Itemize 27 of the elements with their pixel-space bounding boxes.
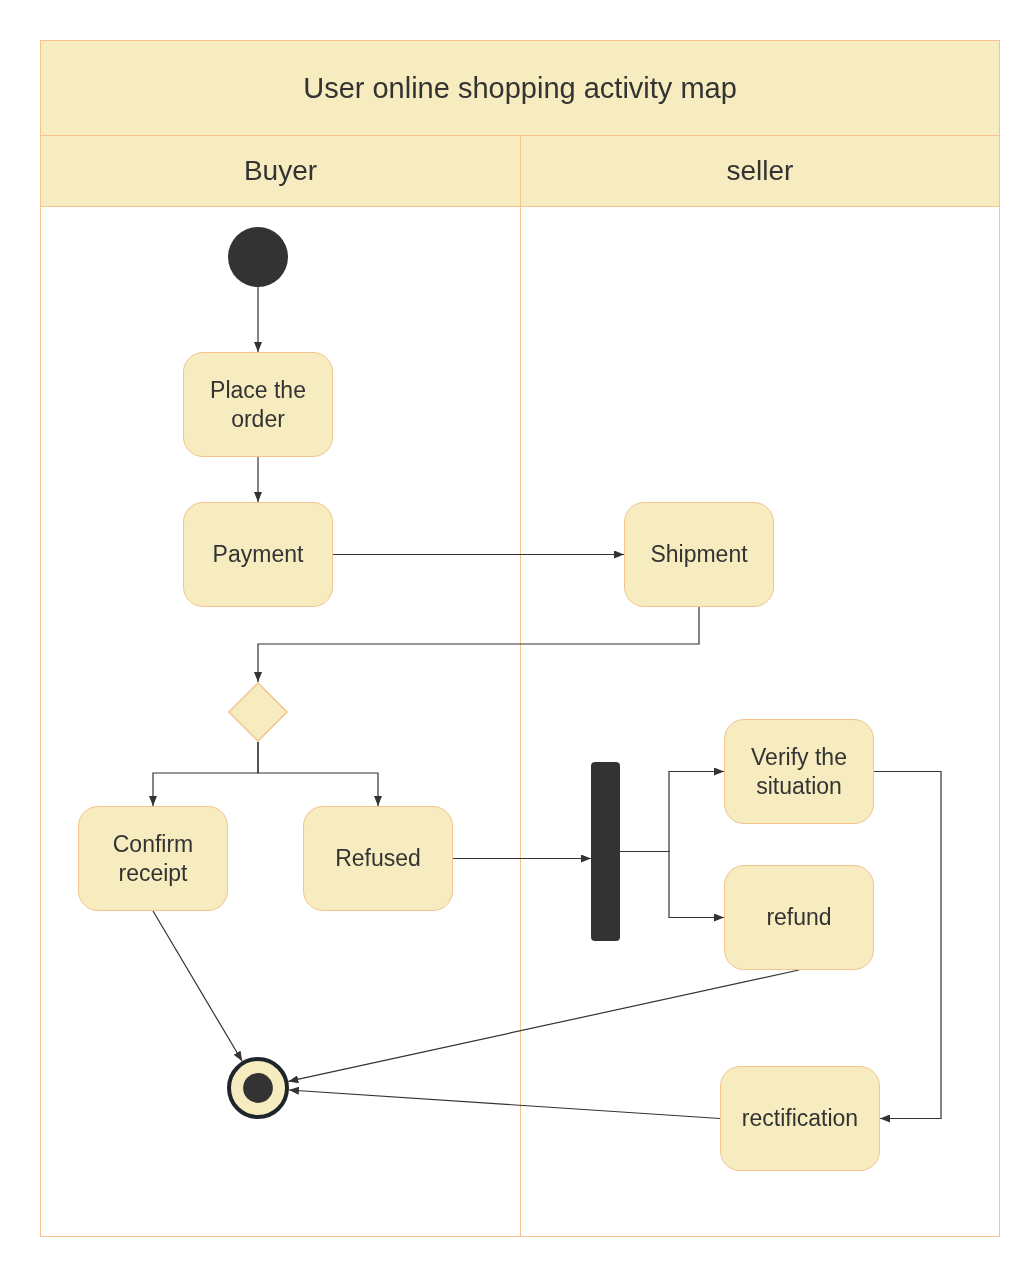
pool-header: User online shopping activity map [41,41,999,135]
action-node: Shipment [624,502,774,607]
action-node: Confirm receipt [78,806,228,911]
arrow [152,910,243,1062]
action-node: refund [724,865,874,970]
arrow [254,606,700,683]
arrow [254,456,262,503]
fork-bar [591,762,620,941]
action-node: Place the order [183,352,333,457]
arrow [619,850,725,922]
arrow [873,770,942,1123]
arrow [257,741,382,807]
start-node [228,227,288,287]
arrow [254,286,262,353]
decision-diamond [228,682,288,742]
swimlane-pool [40,40,1000,1237]
arrow [287,969,800,1084]
action-node: Refused [303,806,453,911]
action-node: Verify the situation [724,719,874,824]
lane-header: seller [521,136,999,207]
action-node: Payment [183,502,333,607]
lane-header: Buyer [41,136,520,207]
arrow [332,550,625,559]
end-node [227,1057,289,1119]
arrow [452,854,592,863]
action-node: rectification [720,1066,880,1171]
arrow [288,1086,721,1120]
